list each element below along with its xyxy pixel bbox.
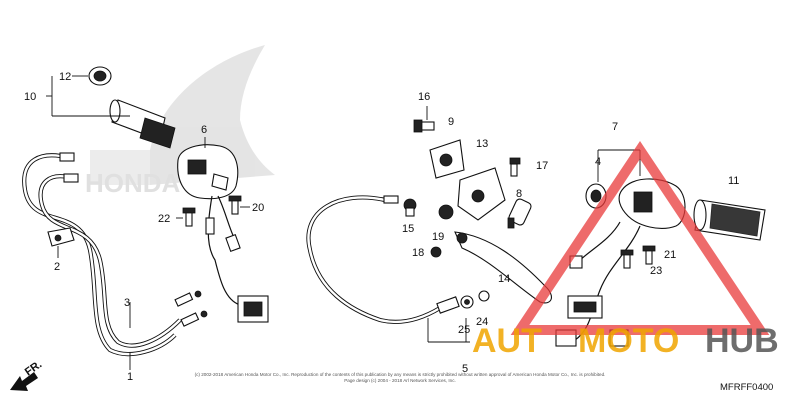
callout-19: 19: [432, 231, 444, 243]
callout-14: 14: [498, 273, 510, 285]
part-11-right-grip: [693, 199, 766, 241]
honda-wing-text: HONDA: [85, 168, 181, 198]
copyright-line-2: Page design (c) 2004 - 2018 Arl Network …: [344, 378, 456, 383]
part-21-screw: [642, 245, 656, 265]
callout-21: 21: [664, 249, 676, 261]
part-12-seal: [88, 66, 112, 86]
part-17-screw: [509, 157, 521, 177]
part-22-screw: [176, 207, 196, 227]
part-13-lever-bracket: [457, 167, 506, 221]
callout-16: 16: [418, 91, 430, 103]
switch-wiring: [205, 195, 269, 323]
part-20-screw: [228, 195, 250, 215]
callout-6: 6: [201, 124, 207, 136]
callout-1: 1: [127, 371, 133, 383]
part-14-clutch-lever: [454, 231, 552, 304]
part-2-cable-guide: [47, 227, 75, 258]
part-1-3-throttle-cables: [22, 152, 208, 356]
callout-18: 18: [412, 247, 424, 259]
front-direction-arrow: FR.: [10, 358, 44, 391]
callout-11: 11: [728, 175, 739, 187]
part-9-holder-clamp: [429, 139, 465, 179]
callout-3: 3: [124, 297, 130, 309]
part-16-bolt: [413, 106, 435, 133]
callout-4: 4: [595, 156, 601, 168]
callout-2: 2: [54, 261, 60, 273]
part-24-washer: [478, 290, 490, 302]
part-10-throttle-pipe: [109, 99, 176, 149]
callout-15: 15: [402, 223, 414, 235]
callout-12: 12: [59, 71, 71, 83]
diagram-code: MFRFF0400: [720, 382, 773, 393]
callout-5: 5: [462, 363, 468, 375]
watermark-hub: HUB: [705, 322, 779, 360]
part-6-switch-housing: [177, 137, 239, 200]
callout-13: 13: [476, 138, 488, 150]
front-direction-label: FR.: [23, 358, 44, 378]
part-23-screw: [620, 249, 634, 269]
leader-10-12: [46, 75, 130, 117]
part-19-adjuster: [438, 204, 454, 220]
callout-7: 7: [612, 121, 618, 133]
callout-25: 25: [458, 324, 470, 336]
callout-8: 8: [516, 188, 522, 200]
callout-22: 22: [158, 213, 170, 225]
part-5-clutch-cable: [306, 195, 470, 343]
honda-wing-logo: HONDA: [85, 45, 275, 198]
automotohub-watermark: AUT MOTO HUB: [472, 140, 779, 360]
part-15-bolt: [403, 198, 417, 217]
callout-24: 24: [476, 316, 488, 328]
watermark-moto: MOTO: [578, 322, 679, 360]
callout-20: 20: [252, 202, 264, 214]
callout-17: 17: [536, 160, 548, 172]
watermark-aut: AUT: [472, 322, 542, 360]
callout-labels: 1 2 3 4 5 6 7 8 9 10 11 12 13 14 15 16 1…: [24, 71, 739, 383]
part-8-clutch-switch: [507, 198, 532, 229]
callout-9: 9: [448, 116, 454, 128]
copyright-line-1: (c) 2002-2018 American Honda Motor Co., …: [195, 372, 606, 377]
part-25-nut: [460, 295, 474, 309]
callout-10: 10: [24, 91, 36, 103]
callout-23: 23: [650, 265, 662, 277]
part-18-nut: [430, 246, 442, 258]
